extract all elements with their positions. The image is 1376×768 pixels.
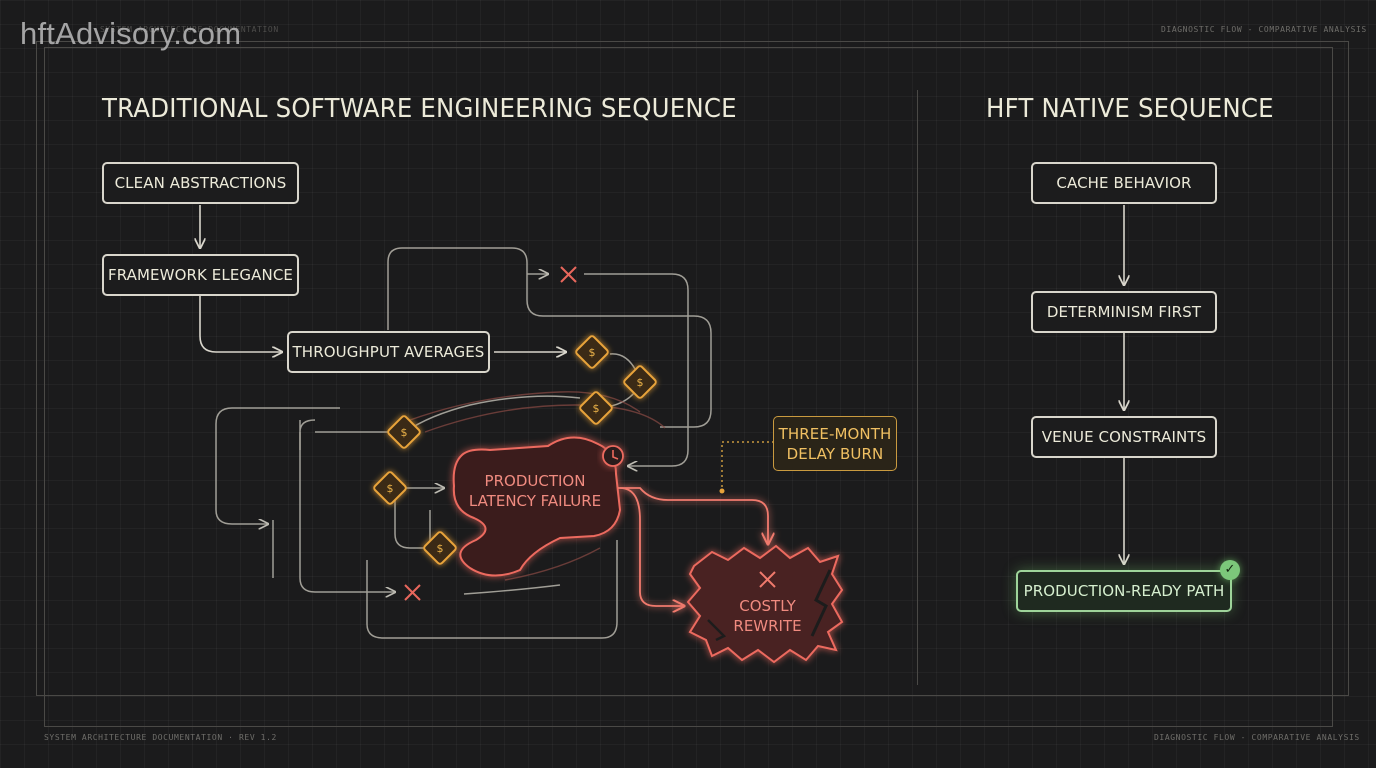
delay-label-line2: DELAY BURN (786, 444, 884, 463)
node-clean-abstractions[interactable]: CLEAN ABSTRACTIONS (102, 162, 299, 204)
node-throughput-averages[interactable]: THROUGHPUT AVERAGES (287, 331, 490, 373)
tangled-loops (215, 247, 712, 639)
node-cache-behavior[interactable]: CACHE BEHAVIOR (1031, 162, 1217, 204)
right-section-title: HFT NATIVE SEQUENCE (986, 94, 1274, 124)
check-badge-icon: ✓ (1220, 560, 1240, 580)
connector-framework-to-throughput (199, 296, 282, 352)
outer-frame (36, 41, 1349, 696)
failure-label-line1: PRODUCTION (484, 472, 586, 490)
dollar-diamond-icon (422, 530, 458, 566)
dollar-diamond-icon (574, 334, 610, 370)
inner-frame (44, 47, 1333, 727)
x-mark-icon (759, 571, 776, 588)
node-three-month-delay-burn[interactable]: THREE-MONTH DELAY BURN (773, 416, 897, 471)
rewrite-label-line1: COSTLY (739, 597, 796, 615)
node-venue-constraints[interactable]: VENUE CONSTRAINTS (1031, 416, 1217, 458)
section-divider (917, 90, 918, 685)
costly-rewrite-label: COSTLY REWRITE (710, 596, 825, 636)
footer-meta-right: DIAGNOSTIC FLOW - COMPARATIVE ANALYSIS (1154, 733, 1360, 742)
rewrite-label-line2: REWRITE (733, 617, 802, 635)
connector-failure-to-rewrite (618, 487, 768, 606)
header-meta-right: DIAGNOSTIC FLOW - COMPARATIVE ANALYSIS (1161, 25, 1367, 34)
connector-delay-callout (719, 441, 774, 494)
node-determinism-first[interactable]: DETERMINISM FIRST (1031, 291, 1217, 333)
dollar-diamond-icon (622, 364, 658, 400)
left-section-title: TRADITIONAL SOFTWARE ENGINEERING SEQUENC… (102, 94, 737, 124)
clock-icon (602, 445, 624, 467)
node-framework-elegance[interactable]: FRAMEWORK ELEGANCE (102, 254, 299, 296)
footer-meta-left: SYSTEM ARCHITECTURE DOCUMENTATION · REV … (44, 733, 277, 742)
production-latency-failure-node (452, 436, 622, 577)
faint-red-wisps (409, 391, 666, 581)
dollar-diamond-icon (372, 470, 408, 506)
production-latency-failure-label: PRODUCTION LATENCY FAILURE (460, 471, 610, 511)
delay-label-line1: THREE-MONTH (778, 424, 892, 443)
failure-label-line2: LATENCY FAILURE (468, 492, 602, 510)
x-mark-icon (404, 584, 421, 601)
dollar-diamond-icon (386, 414, 422, 450)
watermark-logo: hftAdvisory.com (20, 16, 242, 51)
costly-rewrite-node (686, 544, 844, 664)
header-meta-left: SYSTEM ARCHITECTURE DOCUMENTATION (100, 25, 279, 34)
x-mark-icon (560, 266, 577, 283)
node-production-ready-path[interactable]: PRODUCTION-READY PATH (1016, 570, 1232, 612)
